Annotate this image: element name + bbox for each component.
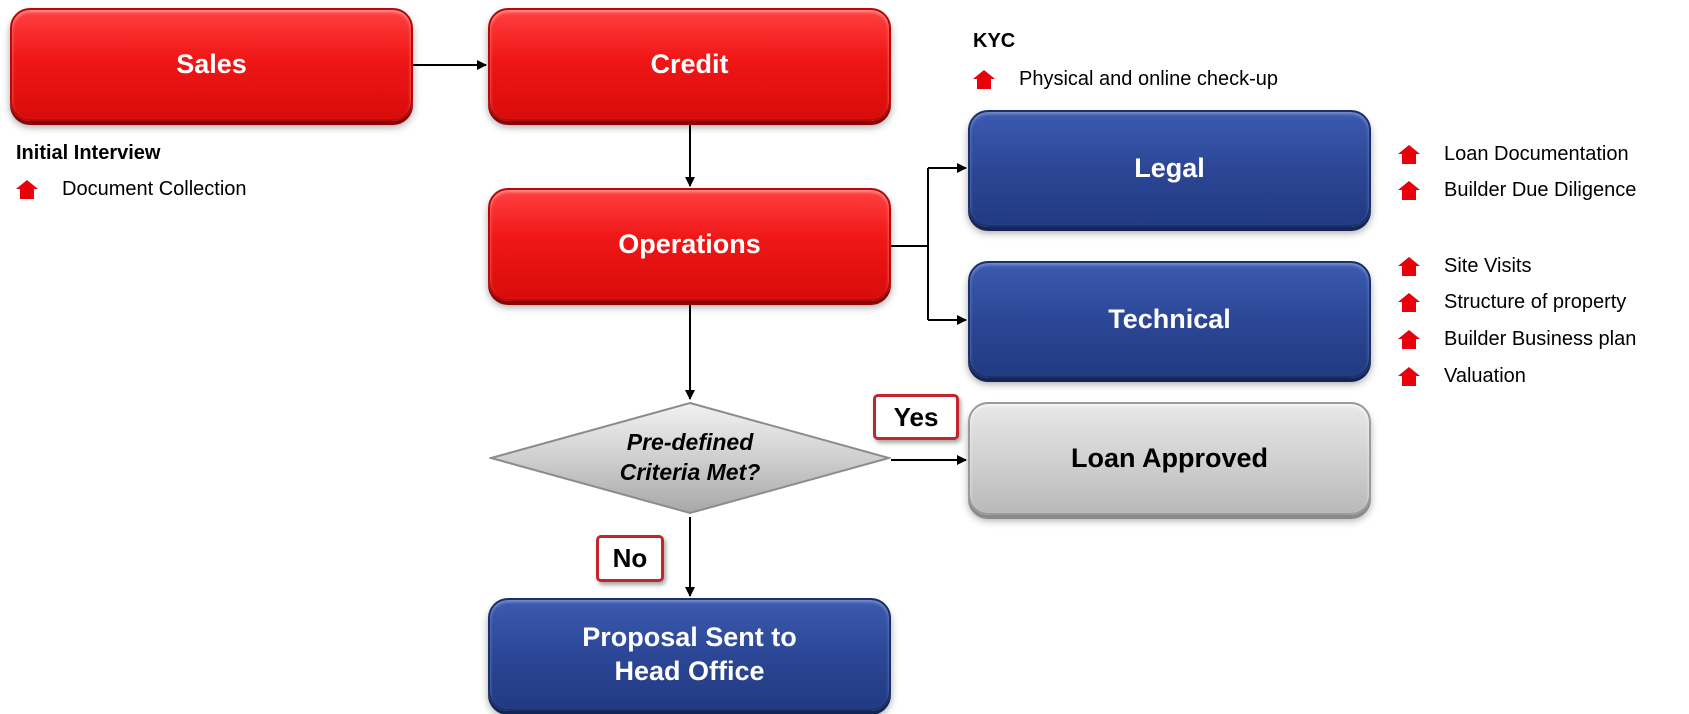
- bullet-text: Site Visits: [1444, 255, 1532, 277]
- bullet-text: Valuation: [1444, 365, 1526, 387]
- technical-item: Site Visits: [1398, 255, 1531, 278]
- bullet-text: Physical and online check-up: [1019, 68, 1279, 90]
- home-icon: [1398, 145, 1420, 164]
- yes-label: Yes: [893, 401, 939, 432]
- home-icon: [1398, 257, 1420, 276]
- technical-item: Valuation: [1398, 365, 1526, 388]
- loan-approved-box: Loan Approved: [968, 402, 1371, 515]
- decision-line1: Pre-defined: [626, 429, 754, 456]
- initial-interview-heading: Initial Interview: [16, 142, 161, 164]
- loan-approved-label: Loan Approved: [1070, 442, 1268, 473]
- credit-label: Credit: [650, 48, 729, 79]
- decision-line2: Criteria Met?: [619, 459, 761, 485]
- legal-box: Legal: [968, 110, 1371, 227]
- bullet-text: Structure of property: [1444, 291, 1627, 313]
- yes-tag: Yes: [873, 394, 959, 440]
- bullet-text: Builder Due Diligence: [1444, 179, 1637, 201]
- home-icon: [1398, 293, 1420, 312]
- bullet-text: Document Collection: [62, 178, 247, 200]
- no-tag: No: [596, 535, 664, 582]
- no-label: No: [612, 543, 648, 573]
- diamond-shape: [487, 401, 893, 515]
- bullet-text: Loan Documentation: [1444, 143, 1629, 165]
- operations-label: Operations: [618, 228, 761, 259]
- home-icon: [16, 180, 38, 199]
- home-icon: [1398, 330, 1420, 349]
- technical-item: Structure of property: [1398, 291, 1626, 314]
- legal-item: Loan Documentation: [1398, 143, 1629, 166]
- sales-box: Sales: [10, 8, 413, 121]
- decision-diamond: Pre-defined Criteria Met?: [487, 401, 893, 515]
- legal-label: Legal: [1134, 152, 1205, 183]
- operations-box: Operations: [488, 188, 891, 301]
- proposal-box: Proposal Sent to Head Office: [488, 598, 891, 711]
- kyc-heading: KYC: [973, 30, 1016, 52]
- sales-label: Sales: [176, 48, 247, 79]
- home-icon: [1398, 181, 1420, 200]
- credit-box: Credit: [488, 8, 891, 121]
- technical-item: Builder Business plan: [1398, 328, 1636, 351]
- kyc-item: Physical and online check-up: [973, 68, 1278, 91]
- bullet-text: Builder Business plan: [1444, 328, 1637, 350]
- legal-item: Builder Due Diligence: [1398, 179, 1636, 202]
- proposal-label-line2: Head Office: [614, 655, 765, 686]
- home-icon: [1398, 367, 1420, 386]
- initial-interview-item: Document Collection: [16, 178, 247, 201]
- technical-box: Technical: [968, 261, 1371, 378]
- technical-label: Technical: [1108, 303, 1231, 334]
- proposal-label-line1: Proposal Sent to: [582, 621, 797, 652]
- home-icon: [973, 70, 995, 89]
- decision-text: Pre-defined Criteria Met?: [489, 401, 891, 515]
